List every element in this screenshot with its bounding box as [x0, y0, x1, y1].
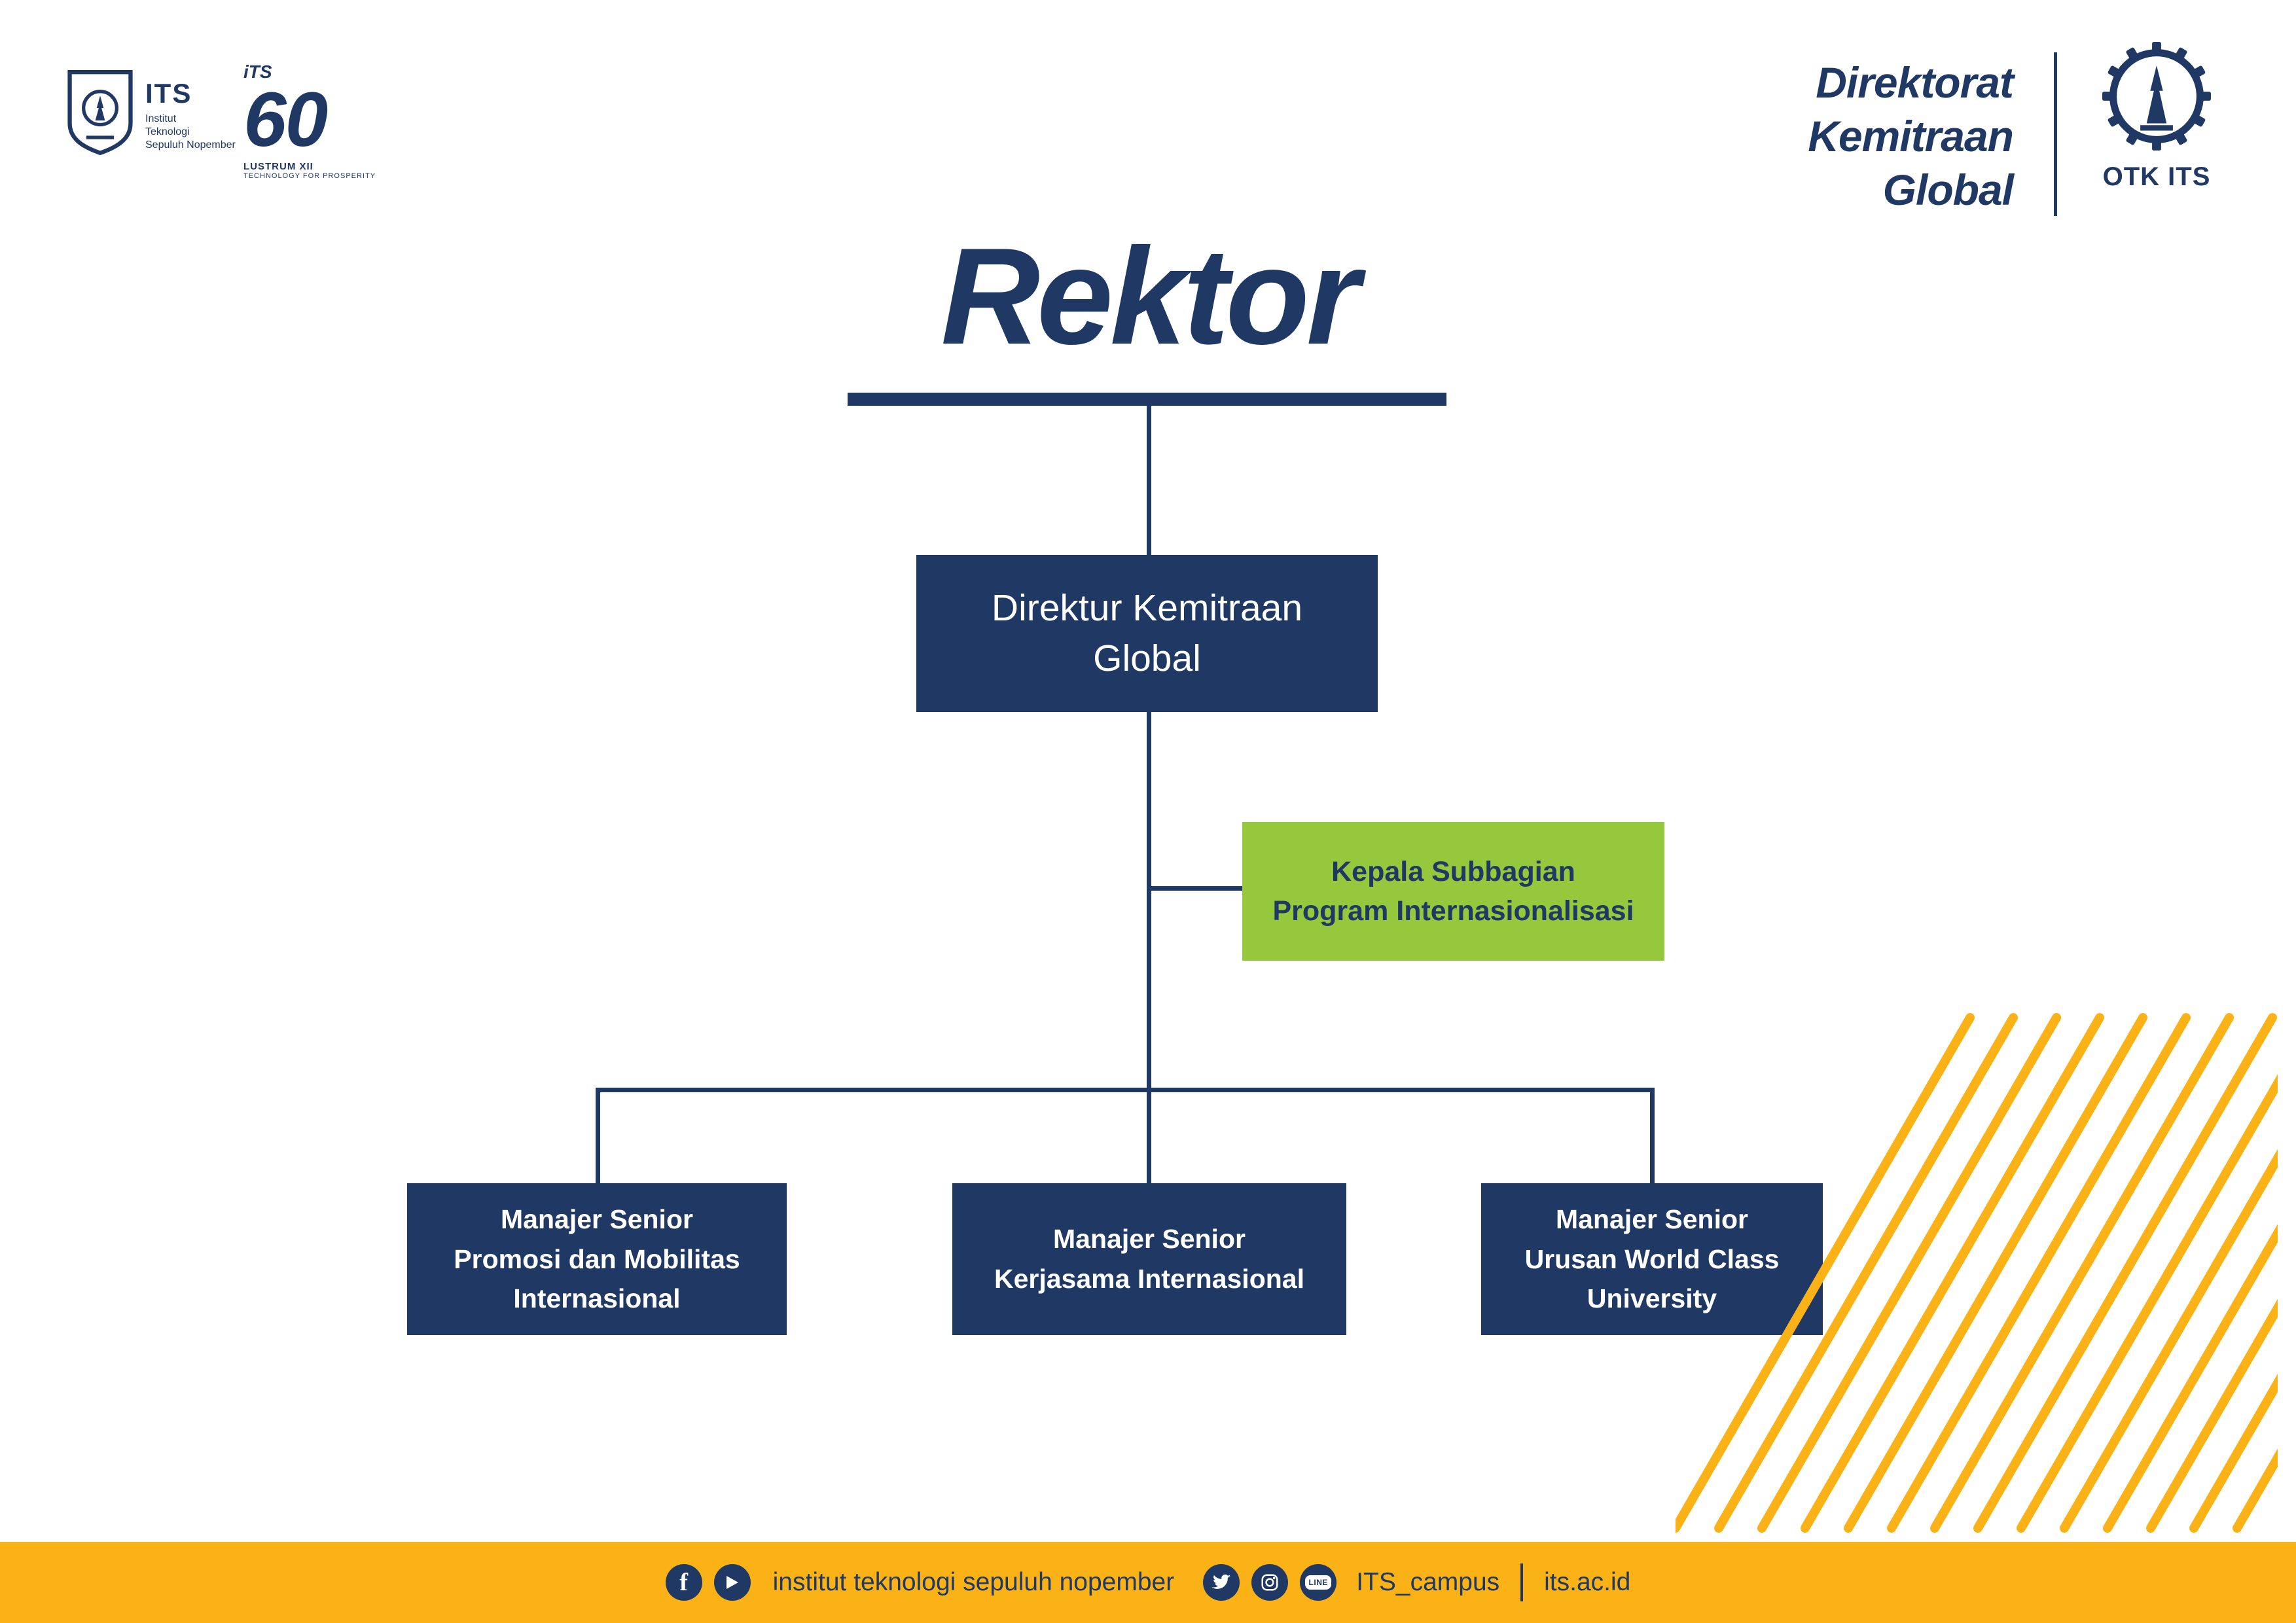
- shield-icon: [67, 70, 133, 156]
- rektor-underline: [848, 393, 1446, 406]
- facebook-icon: f: [665, 1564, 702, 1601]
- gear-icon: [2102, 42, 2211, 151]
- node-direktur-label: Direktur Kemitraan Global: [991, 587, 1303, 679]
- otk-label: OTK ITS: [2102, 162, 2211, 191]
- youtube-icon: [713, 1564, 751, 1601]
- lustrum-60-logo: iTS 60 LUSTRUM XII TECHNOLOGY FOR PROSPE…: [243, 62, 401, 181]
- node-manajer-promosi: Manajer Senior Promosi dan Mobilitas Int…: [407, 1183, 787, 1335]
- footer-bar: f institut teknologi sepuluh nopember LI…: [0, 1542, 2296, 1623]
- node-kepala-subbagian: Kepala Subbagian Program Internasionalis…: [1242, 822, 1664, 961]
- decorative-stripes: [1676, 1011, 2278, 1535]
- connector-line: [1147, 406, 1151, 556]
- line-icon: LINE: [1300, 1564, 1337, 1601]
- node-manajer-kerjasama: Manajer Senior Kerjasama Internasional: [952, 1183, 1346, 1335]
- lustrum-its-text: iTS: [243, 62, 272, 82]
- its-wordmark: ITS Institut Teknologi Sepuluh Nopember: [145, 80, 236, 152]
- connector-line: [1147, 711, 1151, 1092]
- footer-org-name: institut teknologi sepuluh nopember: [772, 1568, 1175, 1596]
- directorate-title-line-3: Global: [1882, 165, 2014, 214]
- header-divider: [2054, 52, 2057, 216]
- node-manajer-promosi-label: Manajer Senior Promosi dan Mobilitas Int…: [454, 1204, 740, 1314]
- connector-line: [1149, 886, 1245, 891]
- lustrum-subtitle: LUSTRUM XII: [243, 161, 314, 172]
- directorate-title-line-2: Kemitraan: [1808, 111, 2014, 160]
- its-line-3: Sepuluh Nopember: [145, 139, 236, 151]
- facebook-glyph: f: [679, 1569, 688, 1596]
- connector-line: [1147, 1088, 1151, 1186]
- instagram-icon: [1251, 1564, 1289, 1601]
- website-text: its.ac.id: [1544, 1568, 1631, 1596]
- node-manajer-wcu: Manajer Senior Urusan World Class Univer…: [1481, 1183, 1823, 1335]
- line-pill: LINE: [1305, 1575, 1332, 1590]
- node-manajer-kerjasama-label: Manajer Senior Kerjasama Internasional: [994, 1224, 1304, 1294]
- connector-line: [596, 1088, 1655, 1092]
- lustrum-tagline: TECHNOLOGY FOR PROSPERITY: [243, 172, 376, 180]
- directorate-title: Direktorat Kemitraan Global: [1808, 56, 2014, 217]
- its-abbr-text: ITS: [145, 78, 192, 109]
- line-label: LINE: [1308, 1578, 1328, 1587]
- footer-divider: [1520, 1563, 1524, 1601]
- its-line-1: Institut: [145, 113, 177, 124]
- social-handle: ITS_campus: [1356, 1568, 1500, 1596]
- rektor-title: Rektor: [941, 219, 1359, 373]
- connector-line: [1650, 1088, 1655, 1186]
- node-manajer-wcu-label: Manajer Senior Urusan World Class Univer…: [1524, 1204, 1780, 1314]
- lustrum-number: 60: [243, 77, 328, 163]
- its-line-2: Teknologi: [145, 126, 190, 137]
- node-direktur-kemitraan-global: Direktur Kemitraan Global: [916, 555, 1378, 712]
- otk-gear-icon: [2102, 42, 2211, 151]
- connector-line: [596, 1088, 600, 1186]
- directorate-title-line-1: Direktorat: [1816, 58, 2014, 107]
- its-shield-logo: [65, 69, 135, 156]
- node-kepala-label: Kepala Subbagian Program Internasionalis…: [1272, 855, 1634, 927]
- twitter-icon: [1203, 1564, 1240, 1601]
